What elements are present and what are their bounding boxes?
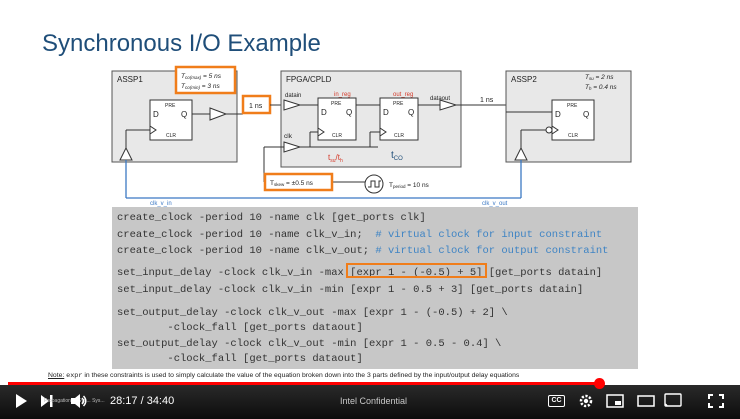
cast-icon[interactable] <box>664 393 682 408</box>
period-label: Tperiod = 10 ns <box>389 182 430 189</box>
svg-text:clk_v_out: clk_v_out <box>482 201 508 207</box>
svg-text:Q: Q <box>408 108 414 117</box>
svg-text:D: D <box>555 110 561 119</box>
svg-text:out_reg: out_reg <box>393 92 413 98</box>
progress-fill <box>8 382 599 385</box>
svg-text:CLR: CLR <box>568 133 578 139</box>
progress-bar[interactable] <box>8 378 732 389</box>
svg-text:Q: Q <box>181 110 187 119</box>
clock-oscillator-icon <box>364 174 384 194</box>
svg-text:PRE: PRE <box>393 101 404 107</box>
assp2-tsu: Tsu = 2 ns <box>585 74 614 81</box>
svg-text:CLR: CLR <box>394 133 404 139</box>
assp2-flipflop <box>551 99 595 141</box>
assp2-th: Th = 0.4 ns <box>585 84 617 91</box>
code-line: set_input_delay -clock clk_v_in -min [ex… <box>117 284 584 296</box>
code-line: -clock_fall [get_ports dataout] <box>117 353 363 365</box>
svg-text:PRE: PRE <box>331 101 342 107</box>
tsu-th-label: tsu/th <box>328 153 343 164</box>
code-line: create_clock -period 10 -name clk_v_in; … <box>117 229 603 241</box>
svg-text:clk: clk <box>284 133 293 140</box>
svg-text:D: D <box>383 108 389 117</box>
svg-text:ASSP2: ASSP2 <box>511 75 537 84</box>
scrubber-handle[interactable] <box>593 378 605 389</box>
volume-icon[interactable] <box>70 393 88 409</box>
skew-box <box>263 172 334 192</box>
assp1-tco-min: Tco(min) = 3 ns <box>181 83 220 90</box>
svg-text:1 ns: 1 ns <box>480 97 494 104</box>
captions-button[interactable]: CC <box>548 395 565 407</box>
svg-text:PRE: PRE <box>567 103 578 109</box>
slide-note: Note: expr in these constraints is used … <box>48 372 520 380</box>
svg-text:D: D <box>321 108 327 117</box>
miniplayer-icon[interactable] <box>606 394 624 408</box>
svg-text:CLR: CLR <box>332 133 342 139</box>
assp1-tco-highlight <box>174 65 237 95</box>
code-line: set_output_delay -clock clk_v_out -max [… <box>117 307 508 319</box>
svg-text:in_reg: in_reg <box>334 92 351 98</box>
svg-text:dataout: dataout <box>430 96 450 102</box>
slide-title: Synchronous I/O Example <box>42 30 321 57</box>
time-display: 28:17 / 34:40 <box>110 395 175 407</box>
svg-text:Q: Q <box>346 108 352 117</box>
svg-text:FPGA/CPLD: FPGA/CPLD <box>286 75 332 84</box>
svg-text:PRE: PRE <box>165 103 176 109</box>
video-frame[interactable]: Synchronous I/O Example ASSP1 Tco(max) =… <box>0 0 740 385</box>
out-reg-flipflop <box>379 97 419 141</box>
fullscreen-icon[interactable] <box>708 394 724 408</box>
next-icon[interactable] <box>40 394 54 408</box>
assp1-label: ASSP1 <box>117 75 143 84</box>
theater-mode-icon[interactable] <box>637 395 655 407</box>
svg-text:1 ns: 1 ns <box>249 103 263 110</box>
skew-label: Tskew = ±0.5 ns <box>270 180 314 187</box>
chapter-label[interactable]: Intel Confidential <box>340 396 408 406</box>
fpga-box <box>280 70 462 168</box>
play-icon[interactable] <box>14 393 28 409</box>
assp1-flipflop <box>149 99 193 141</box>
code-line: -clock_fall [get_ports dataout] <box>117 322 363 334</box>
code-line: create_clock -period 10 -name clk_v_out;… <box>117 245 609 257</box>
svg-text:datain: datain <box>285 93 301 99</box>
code-line: set_output_delay -clock clk_v_out -min [… <box>117 338 502 350</box>
code-line: create_clock -period 10 -name clk [get_p… <box>117 212 426 224</box>
tco-label: tCO <box>391 150 403 162</box>
expression-highlight <box>346 263 487 278</box>
io-timing-diagram: ASSP1 Tco(max) = 5 ns Tco(min) = 3 ns PR… <box>111 65 632 207</box>
svg-text:D: D <box>153 110 159 119</box>
code-block: create_clock -period 10 -name clk [get_p… <box>112 207 638 369</box>
in-reg-flipflop <box>317 97 357 141</box>
svg-text:Q: Q <box>583 110 589 119</box>
svg-text:CLR: CLR <box>166 133 176 139</box>
svg-text:clk_v_in: clk_v_in <box>150 201 172 207</box>
settings-gear-icon[interactable] <box>578 393 594 409</box>
assp1-tco-max: Tco(max) = 5 ns <box>181 73 222 80</box>
